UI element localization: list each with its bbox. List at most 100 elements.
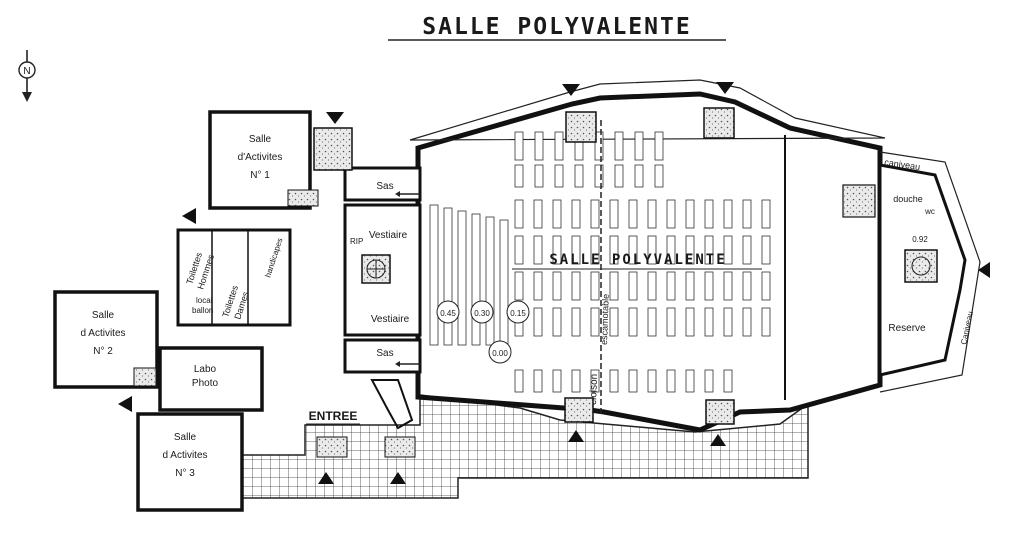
seat-block: [571, 199, 581, 229]
level-092-label: 0.92: [912, 235, 928, 244]
service-block: douche wc 0.92 Reserve caniveau Caniveau: [842, 151, 981, 393]
caniveau-right-label: Caniveau: [959, 310, 975, 345]
seat-block: [533, 271, 543, 301]
svg-text:ballon: ballon: [192, 306, 213, 315]
seat-block: [704, 369, 714, 393]
vestiaire-bottom-label: Vestiaire: [371, 314, 410, 325]
caniveau-top-label: caniveau: [884, 157, 921, 172]
seat-block: [761, 199, 771, 229]
rip-label: RIP: [350, 237, 363, 246]
svg-text:N° 3: N° 3: [175, 468, 195, 479]
seat-block: [666, 307, 676, 337]
seat-block: [628, 271, 638, 301]
svg-text:0.15: 0.15: [510, 309, 526, 318]
seat-block: [723, 369, 733, 393]
seat-block: [609, 199, 619, 229]
seat-block: [552, 199, 562, 229]
reserve-label: Reserve: [888, 323, 926, 334]
escamotable-label: escamotable: [599, 294, 611, 345]
seat-block: [723, 199, 733, 229]
seat-block: [614, 131, 624, 161]
seat-block: [514, 131, 524, 161]
svg-text:0.30: 0.30: [474, 309, 490, 318]
seat-block: [552, 307, 562, 337]
seat-block: [742, 307, 752, 337]
vestibule-block: Sas Vestiaire RIP Vestiaire Sas: [343, 166, 422, 374]
seat-block: [685, 307, 695, 337]
main-hall-walls: [415, 91, 883, 433]
seat-block: [443, 207, 453, 346]
seat-block: [761, 307, 771, 337]
seat-block: [571, 235, 581, 265]
seat-block: [647, 271, 657, 301]
level-marker: 0.45 0.30 0.15 0.00: [436, 300, 530, 364]
cloison-label: cloison: [588, 374, 600, 406]
svg-text:Salle: Salle: [92, 310, 115, 321]
seat-block: [628, 199, 638, 229]
svg-text:Labo: Labo: [194, 364, 217, 375]
seat-block: [571, 369, 581, 393]
seating-area: [429, 131, 771, 393]
seat-block: [514, 235, 524, 265]
seat-block: [609, 235, 619, 265]
seat-block: [666, 271, 676, 301]
hall-label: SALLE POLYVALENTE: [549, 252, 726, 268]
svg-text:d Activites: d Activites: [162, 450, 207, 461]
seat-block: [654, 164, 664, 188]
seat-block: [685, 235, 695, 265]
local-ballon-label: local: [196, 296, 213, 305]
entrance-terrace: [239, 394, 809, 499]
seat-block: [609, 307, 619, 337]
seat-block: [723, 235, 733, 265]
seat-block: [609, 271, 619, 301]
svg-text:Salle: Salle: [249, 134, 272, 145]
svg-text:Salle: Salle: [174, 432, 197, 443]
plan-title: SALLE POLYVALENTE: [422, 14, 691, 40]
seat-block: [761, 271, 771, 301]
seat-block: [666, 235, 676, 265]
seat-block: [723, 271, 733, 301]
seat-block: [761, 235, 771, 265]
svg-text:N° 1: N° 1: [250, 170, 270, 181]
seat-block: [457, 210, 467, 346]
seat-block: [654, 131, 664, 161]
seat-block: [723, 307, 733, 337]
seat-block: [609, 369, 619, 393]
seat-block: [647, 369, 657, 393]
sas-bottom-label: Sas: [376, 348, 393, 359]
svg-text:d'Activites: d'Activites: [238, 152, 283, 163]
seat-block: [552, 369, 562, 393]
seat-block: [429, 204, 439, 346]
seat-block: [628, 369, 638, 393]
svg-text:N° 2: N° 2: [93, 346, 113, 357]
seat-block: [590, 199, 600, 229]
seat-block: [514, 164, 524, 188]
seat-block: [571, 271, 581, 301]
wc-label: wc: [924, 207, 935, 216]
labo-photo: Labo Photo: [158, 346, 264, 412]
seat-block: [554, 131, 564, 161]
vestiaire-top-label: Vestiaire: [369, 230, 408, 241]
seat-block: [685, 369, 695, 393]
douche-label: douche: [893, 194, 923, 204]
svg-text:0.45: 0.45: [440, 309, 456, 318]
seat-block: [590, 271, 600, 301]
salle-activites-1: Salle d'Activites N° 1: [208, 110, 353, 210]
seat-block: [571, 307, 581, 337]
seat-block: [485, 216, 495, 346]
seat-block: [471, 213, 481, 346]
seat-block: [533, 369, 543, 393]
seat-block: [533, 235, 543, 265]
toilets-block: Toilettes Hommes local ballon Toilettes …: [176, 228, 292, 327]
seat-block: [533, 199, 543, 229]
seat-block: [590, 235, 600, 265]
seat-block: [574, 164, 584, 188]
seat-block: [614, 164, 624, 188]
seat-block: [742, 199, 752, 229]
seat-block: [499, 219, 509, 346]
seat-block: [666, 369, 676, 393]
seat-block: [514, 199, 524, 229]
seat-block: [704, 199, 714, 229]
seat-block: [514, 369, 524, 393]
